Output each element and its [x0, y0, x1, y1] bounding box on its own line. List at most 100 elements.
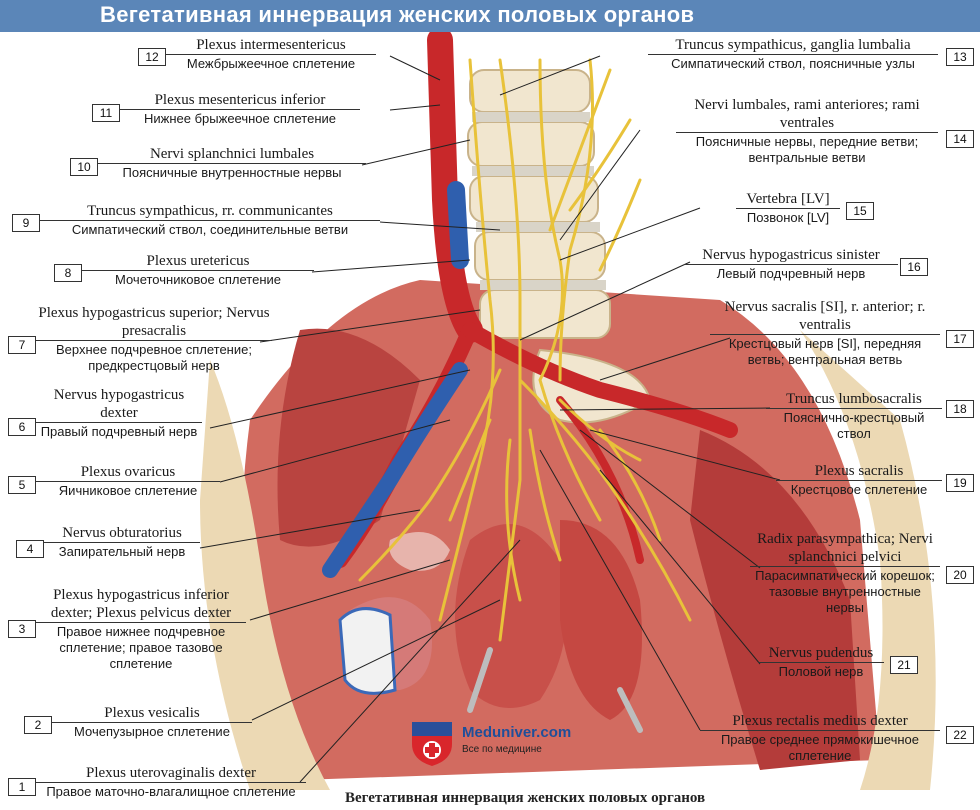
rectum	[560, 520, 642, 720]
label-number-21: 21	[890, 656, 918, 674]
label-number-7: 7	[8, 336, 36, 354]
label-13: Truncus sympathicus, ganglia lumbalia Си…	[648, 36, 938, 72]
label-number-14: 14	[946, 130, 974, 148]
label-2: Plexus vesicalis Мочепузырное сплетение	[52, 704, 252, 740]
label-17: Nervus sacralis [SI], r. anterior; r. ve…	[710, 298, 940, 368]
label-latin: Plexus uretericus	[146, 253, 250, 269]
label-latin: Plexus intermesentericus	[196, 37, 346, 53]
label-russian: Верхнее подчревное сплетение; предкрестц…	[36, 340, 272, 374]
label-number-18: 18	[946, 400, 974, 418]
label-14: Nervi lumbales, rami anteriores; rami ve…	[676, 96, 938, 166]
label-latin: Plexus hypogastricus inferior dexter; Pl…	[50, 587, 232, 621]
label-number-3: 3	[8, 620, 36, 638]
label-number-6: 6	[8, 418, 36, 436]
label-latin: Nervus pudendus	[768, 645, 874, 661]
label-latin: Plexus sacralis	[814, 463, 904, 479]
right-hip-bone	[800, 330, 936, 790]
right-muscle	[690, 430, 860, 770]
label-number-16: 16	[900, 258, 928, 276]
label-latin: Plexus ovaricus	[80, 464, 176, 480]
label-russian: Парасимпатический корешок; тазовые внутр…	[750, 566, 940, 616]
label-9: Truncus sympathicus, rr. communicantes С…	[40, 202, 380, 238]
ovary	[389, 532, 450, 571]
label-20: Radix parasympathica; Nervi splanchnici …	[750, 530, 940, 616]
label-1: Plexus uterovaginalis dexter Правое мато…	[36, 764, 306, 800]
label-russian: Яичниковое сплетение	[36, 481, 220, 499]
label-8: Plexus uretericus Мочеточниковое сплетен…	[82, 252, 314, 288]
label-russian: Правый подчревный нерв	[36, 422, 202, 440]
label-latin: Vertebra [LV]	[746, 191, 830, 207]
label-number-4: 4	[16, 540, 44, 558]
label-11: Plexus mesentericus inferior Нижнее брыж…	[120, 91, 360, 127]
label-russian: Пояснично-крестцовый ствол	[766, 408, 942, 442]
label-russian: Крестцовый нерв [SI], передняя ветвь; ве…	[710, 334, 940, 368]
label-latin: Nervus sacralis [SI], r. anterior; r. ve…	[724, 299, 926, 333]
page-title: Вегетативная иннервация женских половых …	[100, 2, 695, 27]
label-number-19: 19	[946, 474, 974, 492]
label-latin: Plexus vesicalis	[104, 705, 200, 721]
label-number-5: 5	[8, 476, 36, 494]
left-hip-bone	[200, 360, 330, 790]
medical-shield-icon	[412, 722, 452, 766]
label-latin: Truncus sympathicus, ganglia lumbalia	[675, 37, 911, 53]
label-russian: Правое среднее прямокишечное сплетение	[700, 730, 940, 764]
label-latin: Truncus sympathicus, rr. communicantes	[87, 203, 333, 219]
probes	[467, 647, 643, 733]
label-latin: Nervus hypogastricus sinister	[702, 247, 880, 263]
label-number-9: 9	[12, 214, 40, 232]
label-number-1: 1	[8, 778, 36, 796]
label-russian: Запирательный нерв	[44, 542, 200, 560]
label-russian: Нижнее брыжеечное сплетение	[120, 109, 360, 127]
label-russian: Симпатический ствол, поясничные узлы	[648, 54, 938, 72]
label-russian: Поясничные нервы, передние ветви; вентра…	[676, 132, 938, 166]
label-number-12: 12	[138, 48, 166, 66]
label-latin: Plexus mesentericus inferior	[154, 92, 326, 108]
label-russian: Левый подчревный нерв	[684, 264, 898, 282]
label-number-15: 15	[846, 202, 874, 220]
label-russian: Крестцовое сплетение	[776, 480, 942, 498]
label-12: Plexus intermesentericus Межбрыжеечное с…	[166, 36, 376, 72]
label-number-13: 13	[946, 48, 974, 66]
label-number-17: 17	[946, 330, 974, 348]
label-number-22: 22	[946, 726, 974, 744]
label-russian: Межбрыжеечное сплетение	[166, 54, 376, 72]
label-16: Nervus hypogastricus sinister Левый подч…	[684, 246, 898, 282]
label-number-8: 8	[54, 264, 82, 282]
label-10: Nervi splanchnici lumbales Поясничные вн…	[98, 145, 366, 181]
label-19: Plexus sacralis Крестцовое сплетение	[776, 462, 942, 498]
label-5: Plexus ovaricus Яичниковое сплетение	[36, 463, 220, 499]
label-4: Nervus obturatorius Запирательный нерв	[44, 524, 200, 560]
label-russian: Позвонок [LV]	[736, 208, 840, 226]
image-caption: Вегетативная иннервация женских половых …	[345, 790, 706, 806]
title-bar: Вегетативная иннервация женских половых …	[0, 0, 980, 32]
label-latin: Plexus uterovaginalis dexter	[86, 765, 256, 781]
label-latin: Nervi splanchnici lumbales	[149, 146, 315, 162]
label-latin: Nervus hypogastricus dexter	[53, 387, 185, 421]
site-logo[interactable]: Meduniver.com Все по медицине	[410, 718, 580, 768]
label-russian: Правое нижнее подчревное сплетение; прав…	[36, 622, 246, 672]
label-18: Truncus lumbosacralis Пояснично-крестцов…	[766, 390, 942, 442]
label-russian: Половой нерв	[758, 662, 884, 680]
label-number-20: 20	[946, 566, 974, 584]
label-21: Nervus pudendus Половой нерв	[758, 644, 884, 680]
label-latin: Truncus lumbosacralis	[786, 391, 922, 407]
label-15: Vertebra [LV] Позвонок [LV]	[736, 190, 840, 226]
logo-brand: Meduniver.com	[462, 724, 572, 741]
intervertebral-discs	[472, 112, 606, 290]
label-6: Nervus hypogastricus dexter Правый подчр…	[36, 386, 202, 440]
label-number-11: 11	[92, 104, 120, 122]
label-3: Plexus hypogastricus inferior dexter; Pl…	[36, 586, 246, 672]
veins	[322, 181, 469, 578]
pubic-section	[338, 607, 397, 695]
label-russian: Поясничные внутренностные нервы	[98, 163, 366, 181]
label-7: Plexus hypogastricus superior; Nervus pr…	[36, 304, 272, 374]
label-22: Plexus rectalis medius dexter Правое сре…	[700, 712, 940, 764]
label-latin: Nervi lumbales, rami anteriores; rami ve…	[694, 97, 920, 131]
label-latin: Plexus rectalis medius dexter	[732, 713, 908, 729]
label-latin: Radix parasympathica; Nervi splanchnici …	[757, 531, 933, 565]
label-russian: Мочепузырное сплетение	[52, 722, 252, 740]
label-latin: Nervus obturatorius	[62, 525, 182, 541]
label-russian: Мочеточниковое сплетение	[82, 270, 314, 288]
label-latin: Plexus hypogastricus superior; Nervus pr…	[38, 305, 270, 339]
